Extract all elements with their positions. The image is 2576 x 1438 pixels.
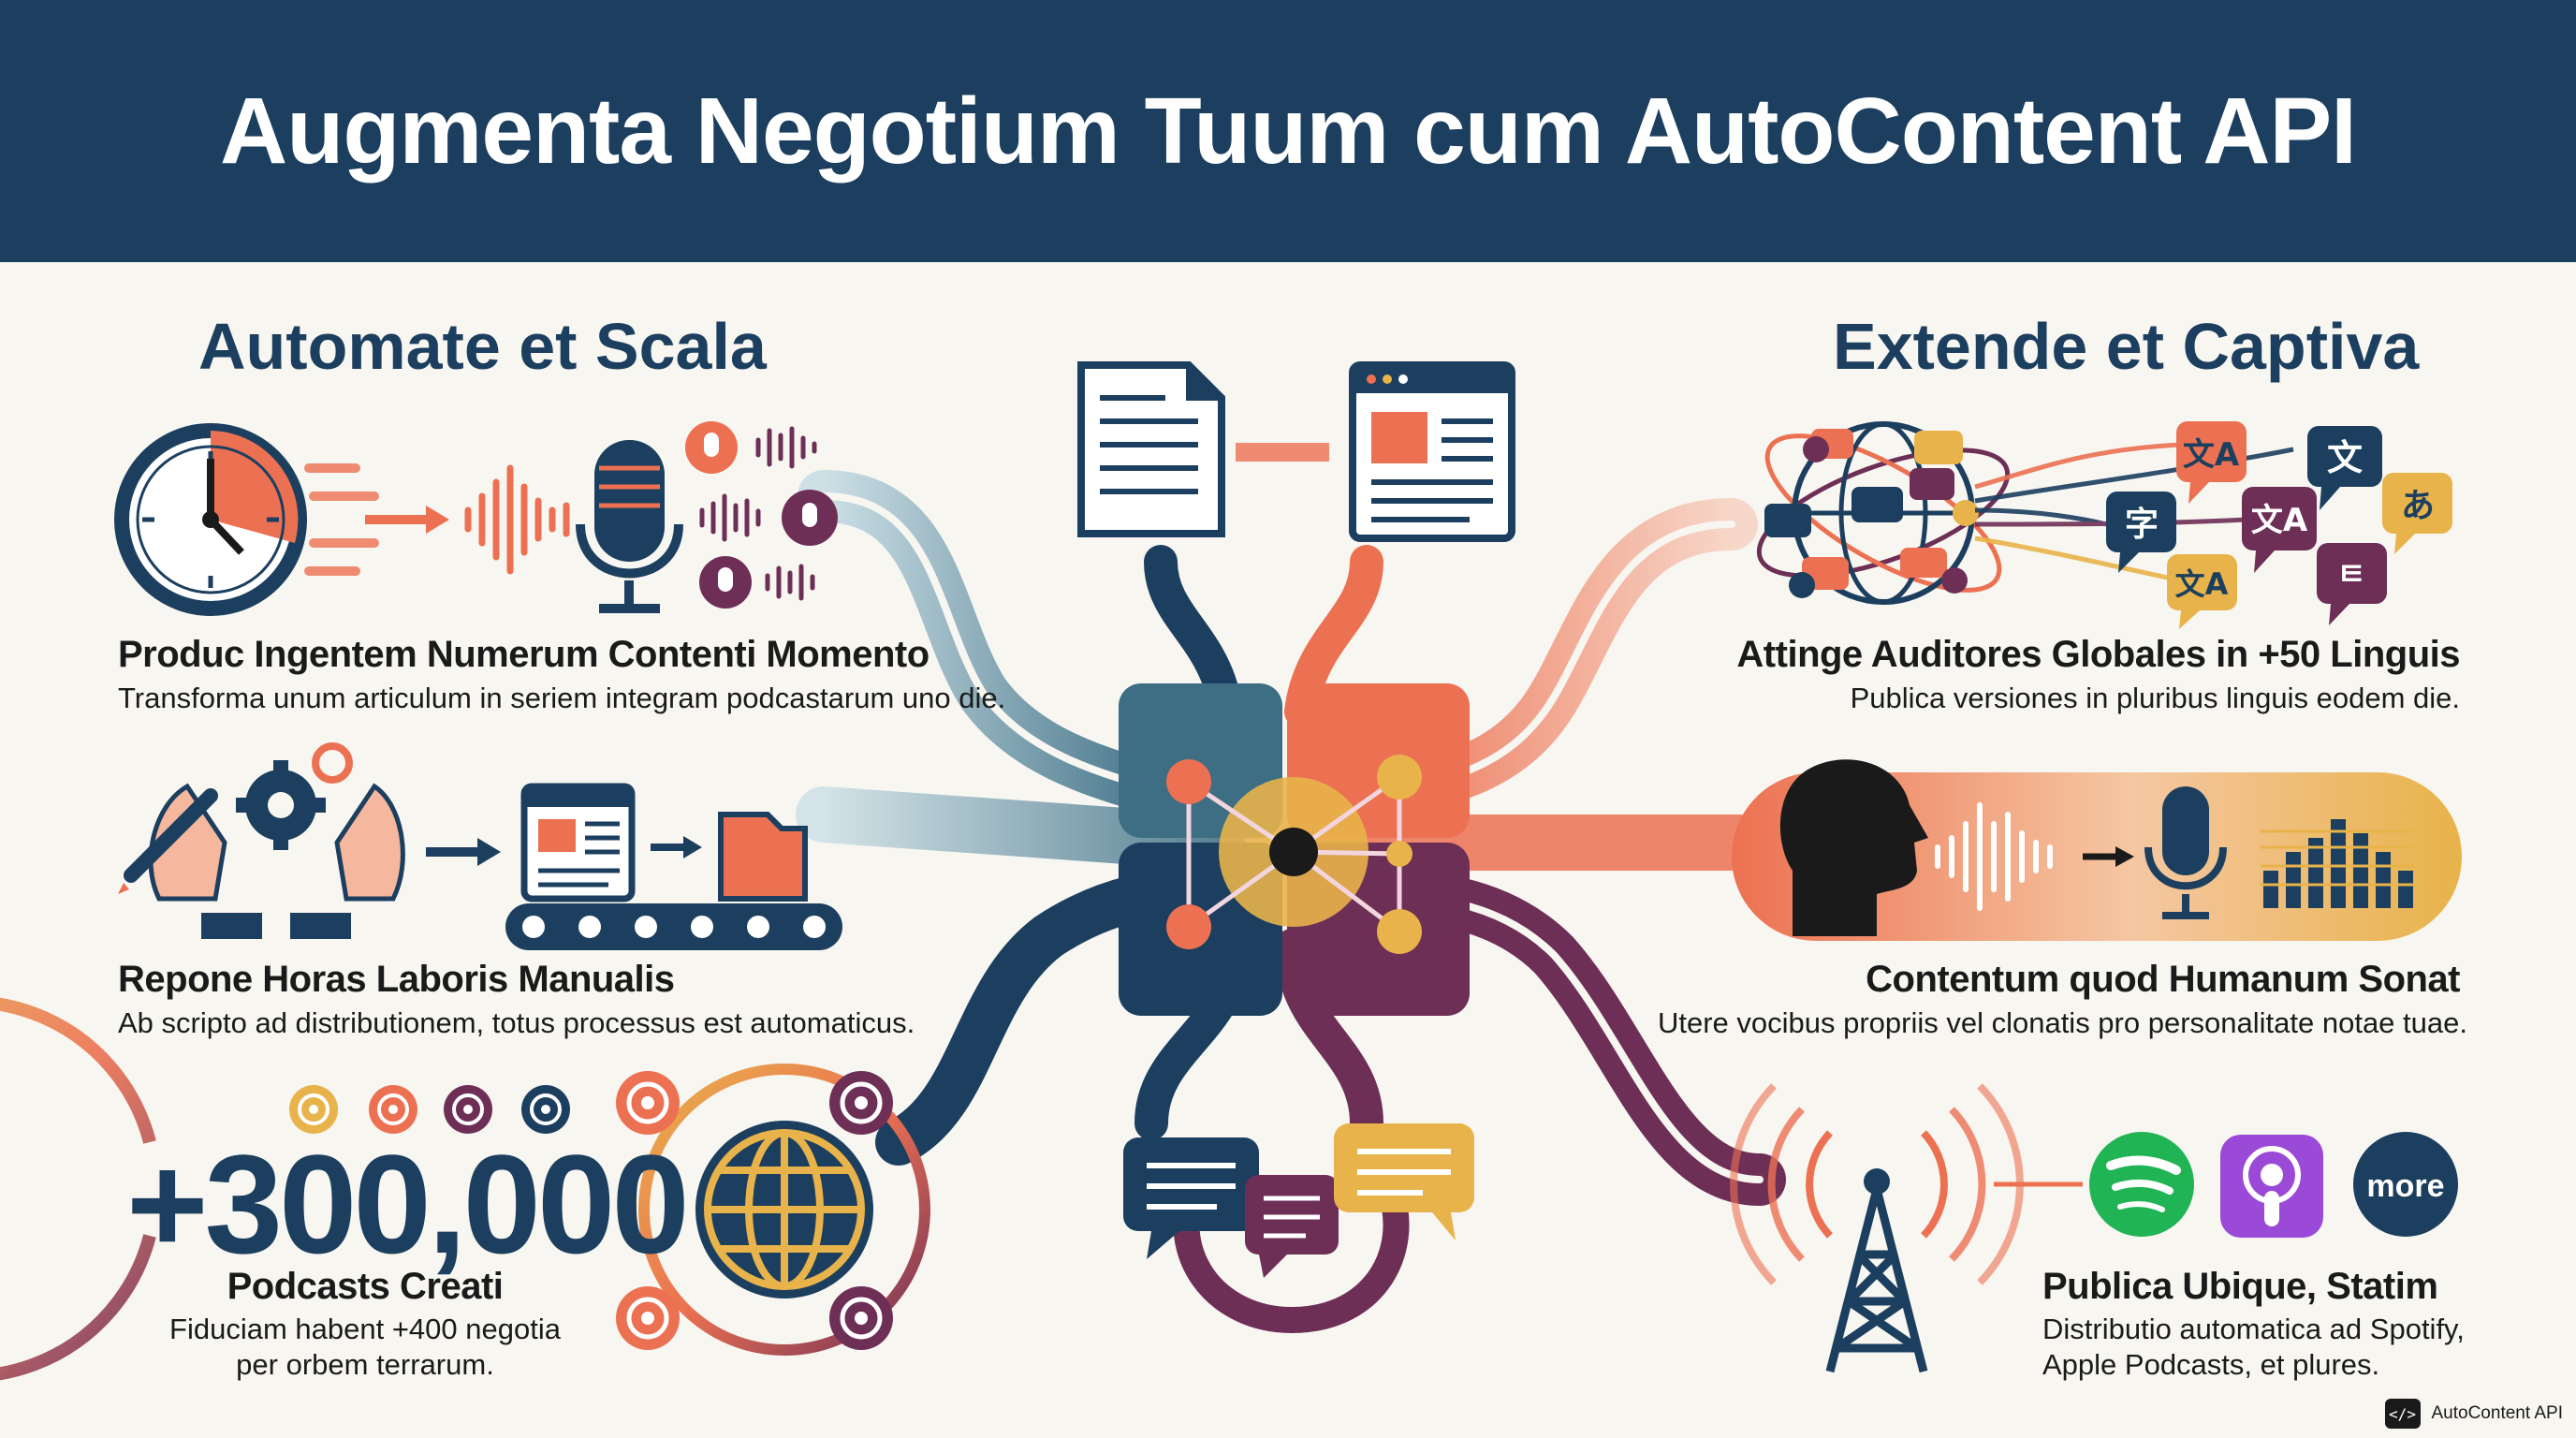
stat-value: +300,000 (126, 1125, 690, 1283)
sound-wave-icon (1935, 802, 2053, 911)
svg-text:文A: 文A (2175, 566, 2229, 602)
speed-lines (304, 463, 379, 576)
svg-text:ㅌ: ㅌ (2336, 556, 2365, 594)
spotify-icon (2089, 1132, 2194, 1237)
section-title-right: Extende et Captiva (1833, 310, 2420, 383)
podcast-icons (289, 1071, 893, 1350)
feature-title-manual: Repone Horas Laboris Manualis (118, 959, 675, 1000)
arrow-icon (2083, 846, 2134, 867)
globe-icon (695, 1121, 873, 1299)
feature-desc-content: Transforma unum articulum in seriem inte… (118, 682, 1006, 714)
feature-desc-languages: Publica versiones in pluribus linguis eo… (1850, 682, 2460, 714)
section-title-left: Automate et Scala (198, 310, 767, 383)
microphone-icon (2144, 786, 2227, 919)
publish-desc-line1: Distributio automatica ad Spotify, (2042, 1313, 2465, 1345)
brand-badge: </> AutoContent API (2384, 1399, 2564, 1429)
svg-text:文A: 文A (2251, 502, 2308, 539)
conveyor-icon (505, 783, 842, 950)
head-profile-icon (1779, 759, 1928, 936)
stat-label: Podcasts Creati (227, 1266, 504, 1307)
equalizer-gaps (2261, 829, 2415, 887)
mini-mic-icons (685, 421, 838, 609)
stat-ring (0, 997, 930, 1381)
publish-desc-line2: Apple Podcasts, et plures. (2042, 1348, 2380, 1381)
feature-desc-manual: Ab scripto ad distributionem, totus proc… (118, 1006, 915, 1039)
clock-icon (114, 423, 307, 616)
folder-icon (718, 812, 808, 902)
feature-title-content: Produc Ingentem Numerum Contenti Momento (118, 634, 929, 675)
svg-text:字: 字 (2125, 506, 2159, 544)
chat-bubble-icon (1123, 1123, 1474, 1334)
stat-desc-line1: Fiduciam habent +400 negotia (169, 1313, 561, 1345)
translate-icon: 文A 文 字 文A あ 文A ㅌ (2106, 421, 2452, 629)
glyph: 文A (2183, 436, 2240, 474)
stat-desc-line2: per orbem terrarum. (236, 1348, 494, 1381)
svg-text:文: 文 (2327, 437, 2363, 478)
hands-gear-icon (118, 742, 405, 939)
feature-title-voice: Contentum quod Humanum Sonat (1866, 959, 2460, 1000)
page-title: Augmenta Negotium Tuum cum AutoContent A… (220, 78, 2357, 183)
link-bar (1236, 443, 1329, 462)
sound-wave-icon (464, 464, 570, 575)
feature-title-languages: Attinge Auditores Globales in +50 Lingui… (1736, 634, 2460, 675)
microphone-icon (576, 440, 683, 613)
arrow-icon (365, 506, 449, 534)
code-icon: </> (2384, 1399, 2421, 1429)
feature-desc-voice: Utere vocibus propriis vel clonatis pro … (1657, 1006, 2467, 1039)
webpage-icon (1349, 361, 1515, 542)
svg-text:あ: あ (2401, 487, 2435, 525)
network-globe-icon (1756, 421, 2011, 605)
radio-tower-icon (1730, 1083, 2024, 1373)
hub-center (1119, 683, 1470, 1016)
arrow-icon (651, 836, 702, 858)
publish-title: Publica Ubique, Statim (2042, 1266, 2438, 1307)
apple-podcasts-icon (2220, 1135, 2323, 1238)
document-icon (1077, 361, 1225, 537)
brand-label: AutoContent API (2431, 1403, 2564, 1423)
svg-text:more: more (2366, 1168, 2444, 1204)
more-badge: more (2353, 1132, 2458, 1237)
arrow-icon (426, 838, 501, 866)
header-banner: Augmenta Negotium Tuum cum AutoContent A… (0, 0, 2576, 262)
